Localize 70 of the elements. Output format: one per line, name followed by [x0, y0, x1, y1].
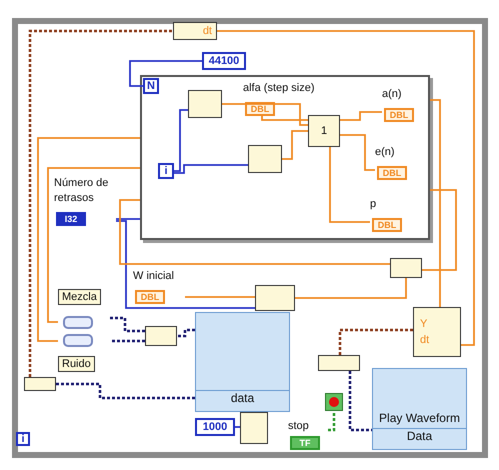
wire	[261, 116, 308, 121]
wire	[119, 199, 390, 265]
wait-function-node	[240, 412, 268, 444]
wire	[348, 371, 372, 432]
numeric-constant: 1000	[195, 418, 235, 436]
array-function-node	[248, 145, 282, 173]
block-title: Play Waveform	[378, 411, 461, 425]
control-label: alfa (step size)	[243, 82, 315, 94]
wire	[116, 218, 140, 220]
express-function-block	[372, 368, 467, 450]
data-type-terminal: DBL	[135, 290, 165, 304]
wire	[174, 109, 188, 172]
express-function-block	[195, 312, 290, 412]
control-label: W inicial	[133, 270, 174, 282]
data-type-terminal: DBL	[377, 166, 407, 180]
iteration-terminal: i	[16, 432, 30, 446]
while-loop-frame	[12, 18, 488, 458]
wire	[110, 340, 145, 342]
control-label: p	[370, 198, 376, 210]
wire	[177, 328, 195, 338]
wire	[430, 99, 441, 307]
wire	[340, 134, 375, 171]
waveform-component-node	[413, 307, 461, 357]
data-type-terminal: TF	[290, 436, 320, 450]
wire	[217, 30, 475, 346]
wire	[329, 147, 370, 223]
wire	[129, 60, 202, 87]
wire	[110, 316, 145, 332]
iteration-terminal: i	[158, 163, 174, 179]
wire	[37, 137, 140, 342]
data-type-terminal: DBL	[372, 218, 402, 232]
control-label: Número de retrasos	[54, 176, 110, 206]
terminal-label: dt	[202, 25, 212, 37]
numeric-constant: 44100	[202, 52, 246, 70]
wire	[340, 111, 382, 121]
wire	[422, 189, 457, 271]
wire	[222, 103, 308, 126]
build-array-node	[255, 285, 295, 311]
terminal-label: Data	[373, 428, 466, 443]
wire	[338, 328, 413, 355]
terminal-label: Y	[420, 318, 428, 330]
filter-function-node: 1	[308, 115, 340, 147]
data-type-terminal: DBL	[384, 108, 414, 122]
count-terminal: N	[143, 78, 159, 94]
wire	[235, 426, 240, 428]
terminal-label: data	[196, 390, 289, 405]
for-loop-frame	[140, 75, 430, 240]
wire	[47, 167, 140, 323]
control-label: stop	[288, 420, 309, 432]
wire	[185, 296, 255, 298]
conversion-node	[318, 355, 360, 371]
select-switch-node	[145, 326, 177, 346]
terminal-label: dt	[420, 334, 430, 346]
label-tag: Ruido	[58, 356, 95, 372]
array-function-node	[188, 90, 222, 118]
wire	[295, 278, 407, 299]
wire	[116, 220, 255, 309]
waveform-component-node	[173, 22, 217, 40]
conversion-node	[24, 377, 56, 391]
wire	[56, 382, 195, 400]
wire	[174, 164, 248, 174]
wire	[282, 130, 308, 160]
label-tag: Mezcla	[58, 289, 101, 305]
feedback-node	[390, 258, 422, 278]
wire	[28, 30, 173, 377]
control-label: a(n)	[382, 88, 402, 100]
control-label: e(n)	[375, 146, 395, 158]
wire	[328, 411, 336, 432]
stop-terminal	[325, 393, 343, 411]
data-type-terminal: I32	[56, 212, 86, 226]
